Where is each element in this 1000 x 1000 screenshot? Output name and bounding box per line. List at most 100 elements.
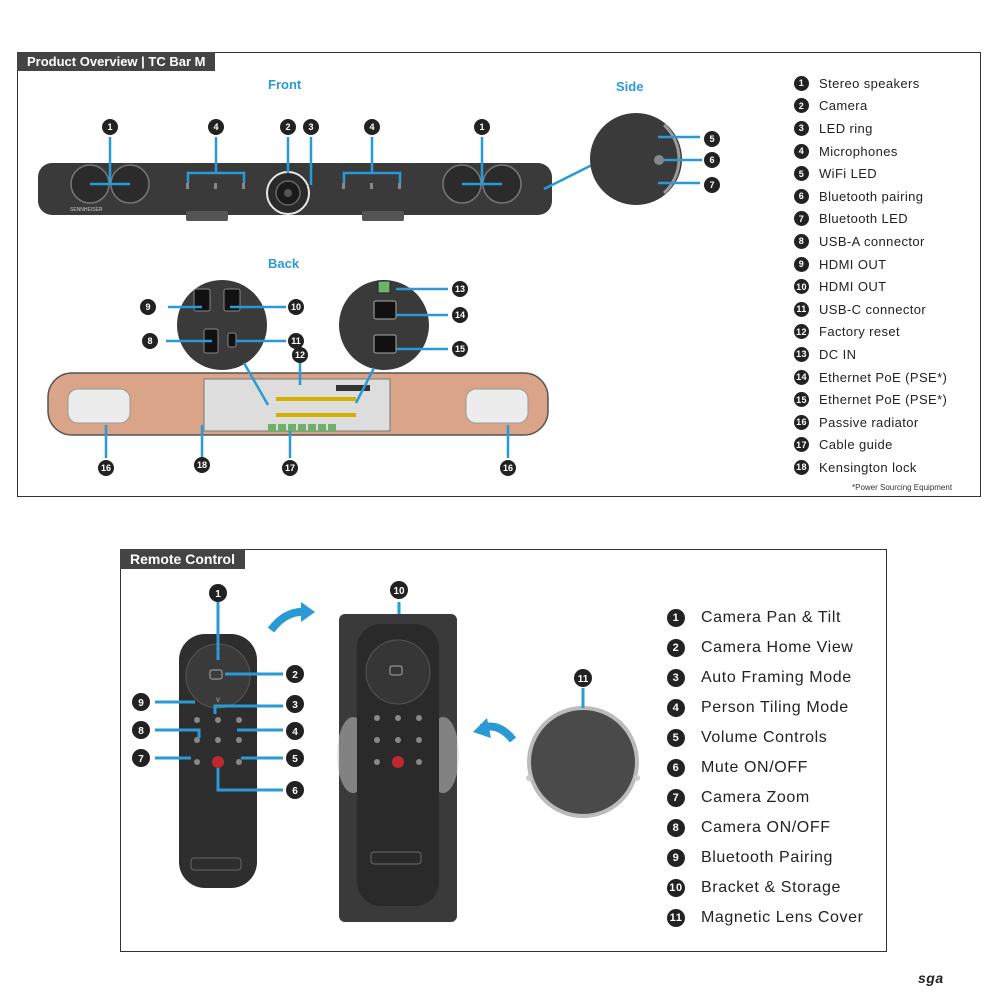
product-legend-number: 12 <box>794 324 809 340</box>
product-overview-panel: Product Overview | TC Bar M Front Side B… <box>17 52 981 497</box>
svg-text:10: 10 <box>291 302 301 312</box>
product-legend-number: 18 <box>794 459 809 475</box>
remote-legend-label: Bluetooth Pairing <box>701 849 834 866</box>
footnote: *Power Sourcing Equipment <box>852 483 953 492</box>
svg-text:16: 16 <box>101 463 111 473</box>
product-legend-number: 2 <box>794 98 809 114</box>
remote-legend-label: Auto Framing Mode <box>701 669 852 686</box>
remote-diagram: ^v 1 2 3 4 5 6 <box>132 581 640 922</box>
svg-text:12: 12 <box>295 350 305 360</box>
remote-legend-number: 7 <box>667 789 685 807</box>
product-legend-label: Kensington lock <box>819 459 917 475</box>
lens-cover <box>526 688 640 818</box>
remote-control-panel: Remote Control ^v <box>120 549 887 952</box>
svg-text:8: 8 <box>138 726 144 737</box>
product-legend-number: 9 <box>794 256 809 272</box>
product-legend-number: 4 <box>794 143 809 159</box>
product-legend-label: Bluetooth LED <box>819 211 909 227</box>
sga-logo: sga <box>918 970 944 986</box>
svg-text:8: 8 <box>147 336 152 346</box>
remote-legend-item: 9 Bluetooth Pairing <box>667 843 864 873</box>
product-legend-label: LED ring <box>819 120 873 136</box>
svg-text:7: 7 <box>138 754 144 765</box>
svg-text:11: 11 <box>578 674 589 685</box>
product-legend-number: 6 <box>794 188 809 204</box>
front-brand-text: SENNHEISER <box>70 207 103 213</box>
remote-legend-label: Person Tiling Mode <box>701 699 849 716</box>
product-legend-number: 15 <box>794 392 809 408</box>
side-view <box>543 113 702 205</box>
remote-legend-number: 2 <box>667 639 685 657</box>
remote-legend-number: 5 <box>667 729 685 747</box>
product-legend-label: Bluetooth pairing <box>819 188 924 204</box>
product-legend-label: Ethernet PoE (PSE*) <box>819 392 948 408</box>
remote-legend-item: 4 Person Tiling Mode <box>667 693 864 723</box>
back-zoom-right <box>339 280 429 370</box>
product-legend-number: 5 <box>794 166 809 182</box>
product-legend-label: HDMI OUT <box>819 256 887 272</box>
svg-text:4: 4 <box>369 122 374 132</box>
product-legend-label: HDMI OUT <box>819 279 887 295</box>
remote-legend-item: 10 Bracket & Storage <box>667 873 864 903</box>
svg-text:5: 5 <box>292 754 298 765</box>
product-legend-number: 7 <box>794 211 809 227</box>
svg-text:11: 11 <box>291 336 301 346</box>
cable-guide-clips <box>268 424 336 432</box>
product-callout-markers: 1 1 2 3 4 4 5 6 7 8 9 10 11 12 13 14 15 … <box>98 119 720 476</box>
svg-text:5: 5 <box>709 134 714 144</box>
product-legend-label: Passive radiator <box>819 414 919 430</box>
svg-text:2: 2 <box>285 122 290 132</box>
remote-legend-label: Camera Pan & Tilt <box>701 609 842 626</box>
svg-text:3: 3 <box>308 122 313 132</box>
remote-legend-item: 8 Camera ON/OFF <box>667 813 864 843</box>
product-legend-label: Ethernet PoE (PSE*) <box>819 369 948 385</box>
remote-legend-label: Camera Zoom <box>701 789 810 806</box>
back-zoom-left <box>177 280 267 370</box>
product-legend-item: 16 Passive radiator <box>794 411 947 434</box>
svg-text:13: 13 <box>455 284 465 294</box>
bracket-storage <box>337 602 459 922</box>
remote-legend-number: 10 <box>667 879 685 897</box>
product-legend-number: 16 <box>794 414 809 430</box>
svg-text:9: 9 <box>138 698 144 709</box>
remote-legend-number: 4 <box>667 699 685 717</box>
rotate-arrow-top <box>267 607 307 633</box>
svg-text:1: 1 <box>107 122 112 132</box>
svg-text:6: 6 <box>292 786 298 797</box>
product-legend-label: DC IN <box>819 346 857 362</box>
remote-legend-label: Camera ON/OFF <box>701 819 831 836</box>
remote-legend-label: Bracket & Storage <box>701 879 842 896</box>
remote-legend-number: 8 <box>667 819 685 837</box>
product-legend-number: 11 <box>794 301 809 317</box>
svg-text:9: 9 <box>145 302 150 312</box>
product-legend-number: 17 <box>794 437 809 453</box>
svg-text:1: 1 <box>215 589 221 600</box>
svg-text:1: 1 <box>479 122 484 132</box>
product-legend-item: 9 HDMI OUT <box>794 253 947 276</box>
remote-legend-number: 9 <box>667 849 685 867</box>
svg-text:14: 14 <box>455 310 465 320</box>
svg-text:10: 10 <box>393 586 405 597</box>
svg-text:17: 17 <box>285 463 295 473</box>
product-legend-number: 1 <box>794 75 809 91</box>
svg-text:v: v <box>216 695 220 704</box>
product-legend-label: USB-A connector <box>819 233 925 249</box>
svg-text:4: 4 <box>292 727 298 738</box>
svg-text:18: 18 <box>197 460 207 470</box>
